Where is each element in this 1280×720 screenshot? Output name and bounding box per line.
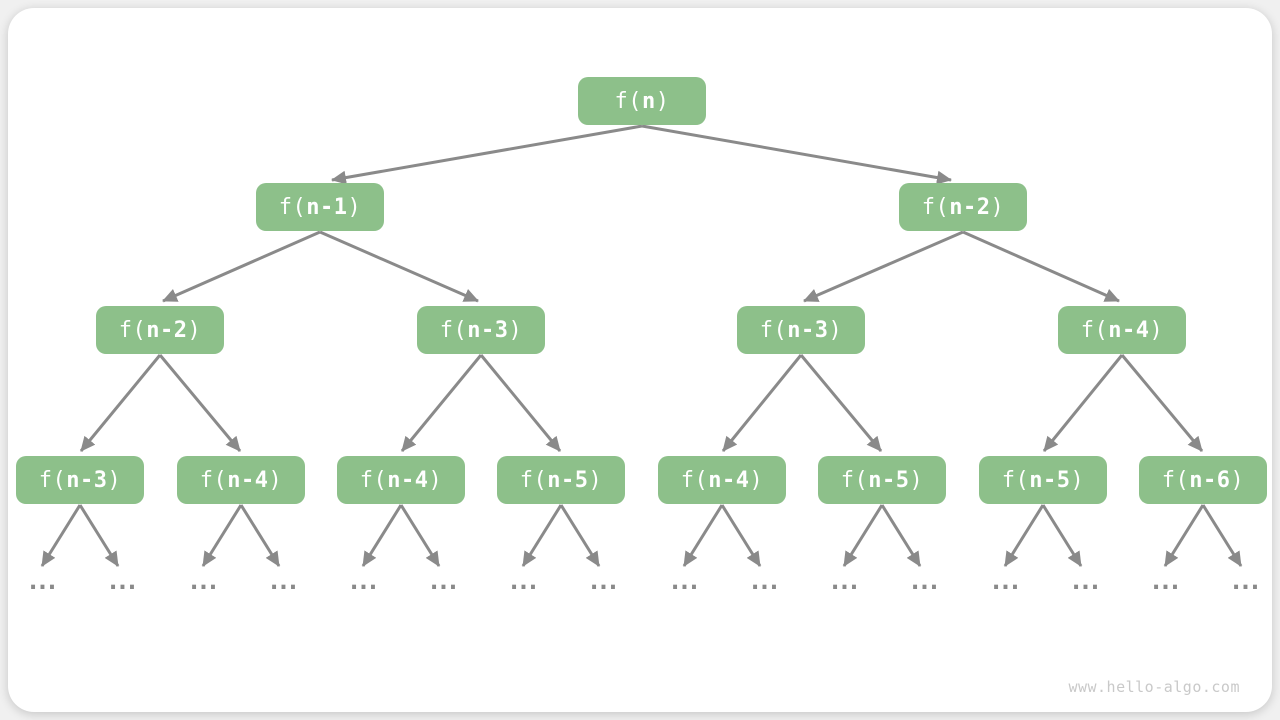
- node-label-prefix: f(: [1001, 467, 1030, 493]
- tree-node-f-n-4: f(n-4): [337, 456, 465, 504]
- node-label-prefix: f(: [614, 88, 642, 114]
- tree-node-f-n-3: f(n-3): [737, 306, 865, 354]
- node-label-suffix: ): [749, 467, 764, 493]
- node-label-arg: n-4: [1108, 317, 1150, 343]
- tree-node-f-n-4: f(n-4): [658, 456, 786, 504]
- tree-node-f-n-6: f(n-6): [1139, 456, 1267, 504]
- node-label-suffix: ): [1070, 467, 1085, 493]
- node-label-suffix: ): [107, 467, 122, 493]
- node-label-arg: n-4: [708, 467, 750, 493]
- node-label-arg: n-3: [66, 467, 108, 493]
- node-label-prefix: f(: [759, 317, 788, 343]
- node-label-arg: n-3: [467, 317, 509, 343]
- tree-node-f-n-4: f(n-4): [1058, 306, 1186, 354]
- node-label-prefix: f(: [519, 467, 548, 493]
- node-label-suffix: ): [347, 194, 362, 220]
- node-label-prefix: f(: [680, 467, 709, 493]
- node-label-prefix: f(: [439, 317, 468, 343]
- tree-node-f-n-5: f(n-5): [979, 456, 1107, 504]
- node-label-suffix: ): [268, 467, 283, 493]
- node-label-suffix: ): [990, 194, 1005, 220]
- tree-node-f-n-3: f(n-3): [417, 306, 545, 354]
- node-label-suffix: ): [508, 317, 523, 343]
- tree-node-f-n-2: f(n-2): [899, 183, 1027, 231]
- node-label-suffix: ): [588, 467, 603, 493]
- node-label-arg: n-6: [1189, 467, 1231, 493]
- watermark: www.hello-algo.com: [1068, 678, 1240, 696]
- tree-node-f-n-5: f(n-5): [818, 456, 946, 504]
- node-label-suffix: ): [655, 88, 670, 114]
- tree-node-f-n-1: f(n-1): [256, 183, 384, 231]
- node-label-suffix: ): [828, 317, 843, 343]
- node-label-arg: n-1: [306, 194, 348, 220]
- node-label-suffix: ): [187, 317, 202, 343]
- node-label-arg: n-3: [787, 317, 829, 343]
- node-label-prefix: f(: [359, 467, 388, 493]
- tree-node-f-n-4: f(n-4): [177, 456, 305, 504]
- node-label-prefix: f(: [1161, 467, 1190, 493]
- node-label-arg: n-5: [868, 467, 910, 493]
- node-label-prefix: f(: [38, 467, 67, 493]
- node-label-prefix: f(: [921, 194, 950, 220]
- node-label-arg: n-2: [146, 317, 188, 343]
- tree-node-f-n: f(n): [578, 77, 706, 125]
- node-label-suffix: ): [1230, 467, 1245, 493]
- node-label-prefix: f(: [278, 194, 307, 220]
- node-label-suffix: ): [909, 467, 924, 493]
- node-label-prefix: f(: [118, 317, 147, 343]
- tree-node-f-n-2: f(n-2): [96, 306, 224, 354]
- node-label-arg: n-5: [1029, 467, 1071, 493]
- node-label-arg: n-4: [227, 467, 269, 493]
- node-label-arg: n-5: [547, 467, 589, 493]
- node-label-suffix: ): [1149, 317, 1164, 343]
- node-label-prefix: f(: [1080, 317, 1109, 343]
- node-label-suffix: ): [428, 467, 443, 493]
- node-label-prefix: f(: [199, 467, 228, 493]
- node-label-arg: n-4: [387, 467, 429, 493]
- node-label-arg: n: [642, 88, 656, 114]
- tree-node-f-n-5: f(n-5): [497, 456, 625, 504]
- tree-node-f-n-3: f(n-3): [16, 456, 144, 504]
- node-label-arg: n-2: [949, 194, 991, 220]
- node-label-prefix: f(: [840, 467, 869, 493]
